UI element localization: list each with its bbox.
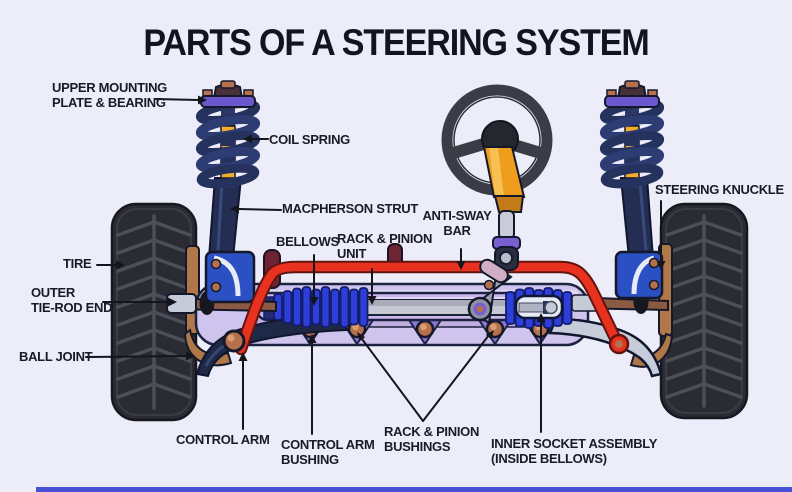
- label-ball-joint: BALL JOINT: [19, 349, 93, 364]
- ball-joint-part: [222, 329, 246, 353]
- steering-knuckle-right: [614, 250, 664, 300]
- steering-column: [467, 146, 526, 325]
- label-control-arm-bushing: CONTROL ARM BUSHING: [281, 437, 375, 467]
- macpherson-strut-right: [599, 80, 665, 259]
- label-tire: TIRE: [63, 256, 92, 271]
- label-control-arm: CONTROL ARM: [176, 432, 270, 447]
- anti-sway-bar-part: [234, 243, 630, 356]
- inner-socket-assembly-part: [514, 294, 564, 320]
- diagram-title: PARTS OF A STEERING SYSTEM: [143, 22, 649, 63]
- tire-right: [659, 202, 749, 420]
- label-upper-mounting-plate-bearing: UPPER MOUNTING PLATE & BEARING: [52, 80, 167, 110]
- label-outer-tie-rod-end: OUTER TIE-ROD END: [31, 285, 113, 315]
- label-inner-socket-assembly: INNER SOCKET ASSEMBLY (INSIDE BELLOWS): [491, 436, 658, 466]
- leader-lines: [85, 95, 666, 435]
- outer-tie-rod-end-part: [166, 293, 197, 314]
- label-macpherson-strut: MACPHERSON STRUT: [282, 201, 419, 216]
- label-anti-sway-bar: ANTI-SWAY BAR: [422, 208, 492, 238]
- coil-spring-right: [599, 99, 665, 189]
- bottom-accent-bar: [36, 487, 792, 492]
- universal-joint: [479, 246, 519, 284]
- bellows-right: [505, 287, 573, 329]
- pinion-joint: [467, 296, 493, 322]
- macpherson-strut-left: [195, 80, 261, 259]
- label-rack-pinion-bushings: RACK & PINION BUSHINGS: [384, 424, 480, 454]
- upper-mount-right: [604, 80, 660, 108]
- label-coil-spring: COIL SPRING: [269, 132, 350, 147]
- steering-knuckle-left: [204, 250, 256, 304]
- upper-mount-left: [200, 80, 256, 108]
- label-bellows: BELLOWS: [276, 234, 339, 249]
- label-rack-pinion-unit: RACK & PINION UNIT: [337, 231, 433, 261]
- label-steering-knuckle: STEERING KNUCKLE: [655, 182, 784, 197]
